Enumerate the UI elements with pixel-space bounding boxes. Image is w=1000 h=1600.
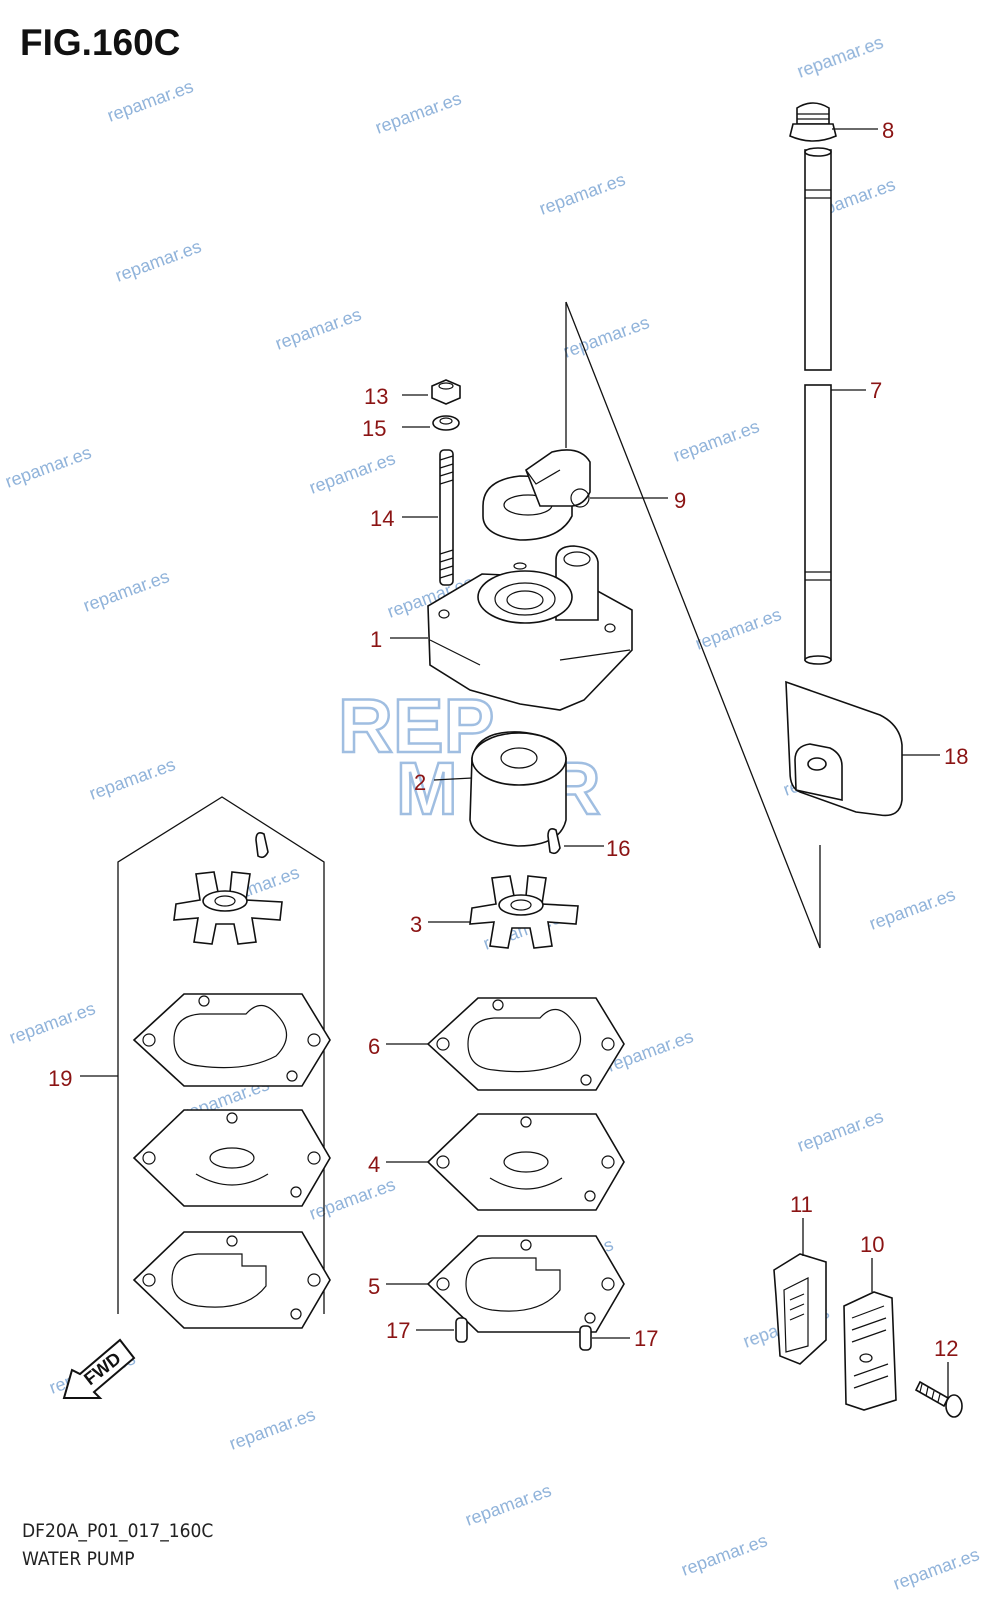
callout-11: 11	[790, 1192, 813, 1217]
callout-17-left: 17	[386, 1318, 410, 1343]
callout-5: 5	[368, 1274, 380, 1299]
diagram-code: DF20A_P01_017_160C	[22, 1520, 214, 1542]
watermark-text: repamar.es	[273, 304, 364, 354]
watermark-text: repamar.es	[373, 88, 464, 138]
watermark-text: repamar.es	[227, 1404, 318, 1454]
watermark-text: repamar.es	[81, 566, 172, 616]
watermark-text: repamar.es	[537, 169, 628, 219]
part-18-plate	[785, 680, 903, 817]
callout-10: 10	[860, 1232, 884, 1257]
kit-plate	[132, 1109, 331, 1207]
callout-19: 19	[48, 1066, 72, 1091]
diagram-name: WATER PUMP	[22, 1548, 135, 1570]
part-6-gasket	[426, 997, 625, 1091]
assembly-lines	[117, 301, 821, 1314]
kit-key	[255, 832, 269, 859]
kit-gasket-bottom	[132, 1231, 331, 1329]
part-17-pin-left	[455, 1317, 468, 1343]
watermark-text: repamar.es	[7, 998, 98, 1048]
callout-2: 2	[414, 770, 426, 795]
watermark-text: repamar.es	[113, 236, 204, 286]
callout-16: 16	[606, 836, 630, 861]
callout-17-right: 17	[634, 1326, 658, 1351]
part-1-pump-case	[427, 545, 633, 711]
kit-impeller	[173, 871, 283, 945]
leader-lines	[80, 128, 949, 1398]
part-7-water-tube	[804, 147, 832, 665]
callout-8: 8	[882, 118, 894, 143]
callout-4: 4	[368, 1152, 380, 1177]
watermark-text: repamar.es	[671, 416, 762, 466]
callout-labels: 8 7 9 18 13 15 14 1 2 16 3 6 4 5 17 17 1…	[48, 118, 968, 1361]
watermark-text: repamar.es	[795, 32, 886, 82]
part-4-plate	[426, 1113, 625, 1211]
watermark-text: repamar.es	[561, 312, 652, 362]
callout-13: 13	[364, 384, 388, 409]
part-13-nut	[431, 379, 461, 405]
watermark-text: repamar.es	[307, 1174, 398, 1224]
watermark-text: repamar.es	[693, 604, 784, 654]
watermark-text: repamar.es	[105, 76, 196, 126]
part-10-bracket	[843, 1291, 897, 1411]
part-2-liner	[469, 731, 567, 847]
watermark-text: repamar.es	[867, 884, 958, 934]
part-8-grommet	[789, 102, 837, 142]
figure-title: FIG.160C	[20, 22, 181, 63]
watermark-text: repamar.es	[307, 448, 398, 498]
callout-7: 7	[870, 378, 882, 403]
watermark-text: repamar.es	[3, 442, 94, 492]
part-14-stud	[439, 449, 454, 586]
kit-gasket-top	[132, 993, 331, 1087]
watermark-text: repamar.es	[679, 1530, 770, 1580]
callout-12: 12	[934, 1336, 958, 1361]
watermark-text: repamar.es	[795, 1106, 886, 1156]
callout-15: 15	[362, 416, 386, 441]
watermark-logo-top: REP	[338, 684, 494, 769]
part-11-clip	[773, 1253, 827, 1365]
part-15-washer	[432, 415, 460, 431]
watermark-text: repamar.es	[463, 1480, 554, 1530]
callout-14: 14	[370, 506, 394, 531]
callout-6: 6	[368, 1034, 380, 1059]
part-17-pin-right	[579, 1325, 592, 1351]
callout-1: 1	[370, 627, 382, 652]
part-12-screw	[914, 1380, 963, 1418]
watermark-text: repamar.es	[891, 1544, 982, 1594]
part-9-guide	[482, 449, 591, 541]
callout-18: 18	[944, 744, 968, 769]
watermark-text: repamar.es	[87, 754, 178, 804]
callout-9: 9	[674, 488, 686, 513]
part-5-gasket	[426, 1235, 625, 1333]
part-3-impeller	[469, 875, 579, 949]
callout-3: 3	[410, 912, 422, 937]
part-16-key	[547, 828, 561, 855]
